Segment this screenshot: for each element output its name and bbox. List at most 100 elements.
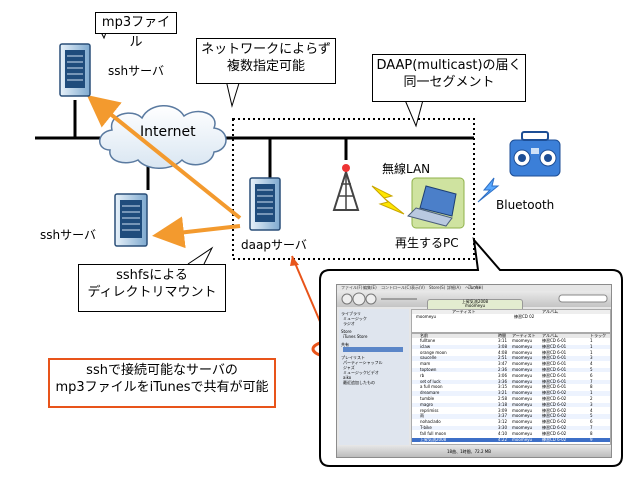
play-pause-button[interactable] [352, 292, 366, 306]
track-name-cell: fulltone [420, 338, 436, 343]
track-time-cell: 3:11 [498, 338, 507, 343]
internet-label: Internet [140, 124, 196, 140]
track-time-cell: 3:30 [498, 425, 507, 430]
sshfs-arrow-left [152, 216, 241, 249]
track-time-cell: 3:47 [498, 361, 507, 367]
sshfs-line-2: ディレクトリマウント [87, 285, 217, 300]
menu-help[interactable]: ヘルプ(H) [465, 285, 484, 290]
track-number-cell: 3 [590, 355, 593, 361]
next-button[interactable] [365, 293, 377, 305]
track-album-cell: 練習CD 6-01 [542, 384, 567, 390]
menu-control[interactable]: コントロール(C) [381, 285, 411, 290]
track-artist-cell: moomeyu [512, 367, 533, 372]
track-number-cell: 5 [590, 413, 593, 419]
itunes-title: iTunes [467, 285, 481, 290]
track-artist-cell: moomeyu [512, 396, 533, 401]
track-name-cell: mam [420, 361, 431, 367]
track-name-cell: nohaclado [420, 419, 441, 425]
track-time-cell: 3:08 [498, 343, 507, 349]
sidebar-shared-library[interactable] [343, 347, 403, 352]
track-table-header: 名前 時間 アーティスト アルバム トラック [412, 333, 610, 339]
browser-header-album: アルバム [542, 309, 558, 314]
track-album-cell: 練習CD 6-01 [542, 338, 567, 343]
sshfs-callout: sshfsによる ディレクトリマウント [78, 264, 226, 312]
track-album-cell: 練習CD 6-01 [542, 367, 567, 372]
sidebar-music[interactable]: ミュージック [343, 316, 367, 321]
track-album-cell: 練習CD 6-01 [542, 343, 567, 349]
search-field[interactable] [558, 294, 608, 303]
ssh-server-left-label: sshサーバ [40, 228, 96, 242]
track-time-cell: 3:15 [498, 384, 507, 390]
column-album[interactable]: アルバム [542, 333, 558, 338]
track-artist-cell: moomeyu [512, 378, 533, 384]
track-number-cell: 3 [590, 401, 593, 407]
column-name[interactable]: 名前 [420, 333, 428, 338]
track-number-cell: 1 [590, 343, 593, 349]
track-number-cell: 1 [590, 338, 593, 343]
sidebar-recently-added[interactable]: 最近追加したもの [343, 380, 375, 385]
ssh-server-left-icon [114, 193, 148, 247]
daap-segment-line-1: DAAP(multicast)の届く [376, 58, 522, 73]
menu-advanced[interactable]: 詳細(A) [447, 285, 461, 290]
track-artist-cell: moomeyu [512, 390, 533, 396]
sidebar-music-videos[interactable]: ミュージックビデオ [343, 370, 379, 375]
menu-store[interactable]: Store(S) [429, 285, 446, 290]
itunes-window: iTunes ファイル(F) 編集(E) コントロール(C) 表示(V) Sto… [336, 284, 612, 458]
browser-header-artist: アーティスト [452, 309, 476, 314]
previous-button[interactable] [341, 293, 353, 305]
track-artist-cell: moomeyu [512, 407, 533, 413]
itunes-browser: アーティスト アルバム moomeyu 練習CD 02 [411, 309, 611, 333]
menu-edit[interactable]: 編集(E) [363, 285, 377, 290]
column-artist[interactable]: アーティスト [512, 333, 536, 338]
sidebar-itunes-store[interactable]: iTunes Store [343, 334, 368, 339]
track-album-cell: 練習CD 6-02 [542, 430, 567, 436]
track-album-cell: 練習CD 6-02 [542, 436, 567, 442]
summary-line-1: sshで接続可能なサーバの [86, 363, 238, 378]
column-track[interactable]: トラック [590, 333, 606, 338]
menu-file[interactable]: ファイル(F) [341, 285, 363, 290]
daap-segment-line-2: 同一セグメント [403, 75, 495, 90]
sidebar-aiko[interactable]: aiko [343, 375, 352, 380]
track-number-cell: 8 [590, 384, 593, 390]
track-name-cell: 雨 [420, 413, 424, 419]
bluetooth-speaker-icon [509, 131, 561, 177]
track-number-cell: 8 [590, 430, 593, 436]
browser-row[interactable]: moomeyu 練習CD 02 [412, 314, 610, 319]
track-time-cell: 3:37 [498, 413, 507, 419]
sidebar-radio[interactable]: ラジオ [343, 321, 355, 326]
sidebar-library-header: ライブラリ [341, 311, 361, 316]
summary-line-2: mp3ファイルをiTunesで共有が可能 [55, 380, 269, 395]
track-time-cell: 4:08 [498, 349, 507, 355]
sidebar-party-shuffle[interactable]: パーティーシャッフル [343, 360, 383, 365]
menu-view[interactable]: 表示(V) [411, 285, 425, 290]
itunes-status-bar: 18曲、1時間、72.2 MB [337, 446, 611, 457]
sidebar-shared-header: 共有 [341, 342, 349, 347]
track-number-cell: 1 [590, 390, 593, 396]
now-playing-artist: moomeyu [464, 303, 486, 308]
ssh-server-top-label: sshサーバ [108, 64, 164, 78]
track-time-cell: 3:36 [498, 378, 507, 384]
daap-segment-box [232, 118, 475, 260]
track-artist-cell: moomeyu [512, 343, 533, 349]
column-time[interactable]: 時間 [498, 333, 506, 338]
track-album-cell: 練習CD 6-02 [542, 413, 567, 419]
sidebar-jazz[interactable]: ジャズ [343, 365, 355, 370]
